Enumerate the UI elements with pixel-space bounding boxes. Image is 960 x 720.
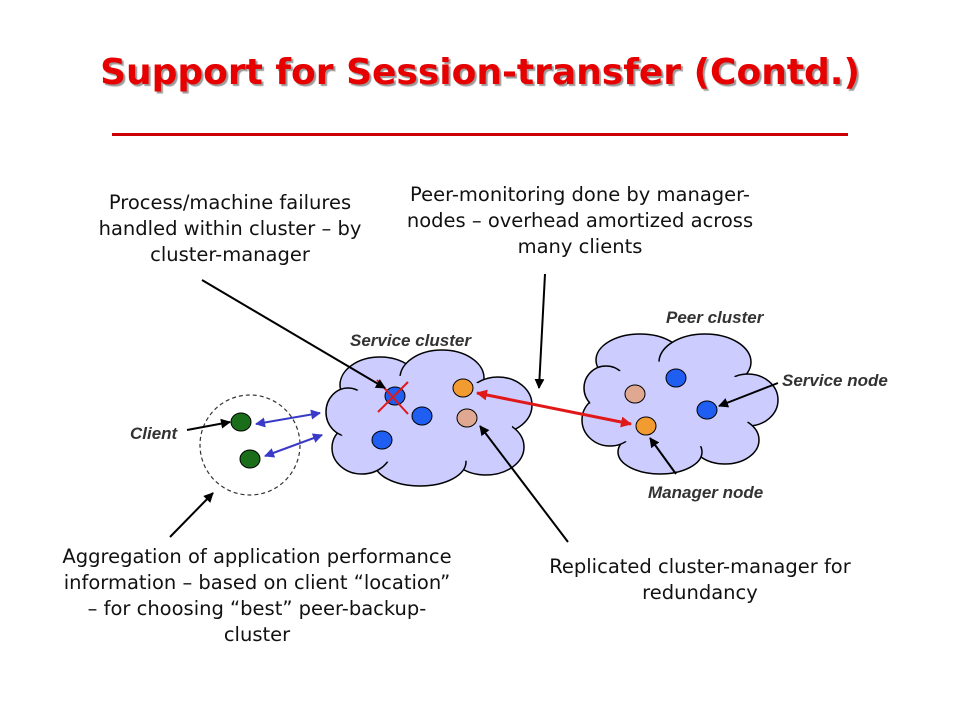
replicated-annotation: Replicated cluster-manager for redundanc… [549, 555, 851, 604]
client-pointer-arrow [186, 418, 231, 431]
client-link-2 [264, 433, 323, 458]
service-node [371, 430, 393, 450]
client-group-circle [199, 394, 301, 496]
failures-annotation: Process/machine failures handled within … [98, 191, 362, 266]
client-node-2 [239, 449, 261, 469]
peer-manager-node [635, 416, 657, 436]
peer-cluster-cloud [581, 333, 779, 475]
peer-monitoring-pointer-arrow [534, 273, 546, 389]
peer-monitoring-annotation: Peer-monitoring done by manager-nodes – … [406, 183, 754, 258]
service-node-pointer-arrow [718, 382, 779, 408]
peer-cluster-label: Peer cluster [666, 308, 764, 327]
manager-node-pointer-arrow [649, 437, 677, 475]
client-node-1 [230, 412, 252, 432]
title-underline [112, 133, 848, 136]
service-cluster-manager-node [452, 378, 474, 398]
service-cluster-label: Service cluster [350, 331, 471, 350]
client-label: Client [130, 424, 178, 443]
service-node [411, 406, 433, 426]
replica-manager-node [456, 408, 478, 428]
service-node-label: Service node [782, 371, 888, 390]
slide-title: Support for Session-transfer (Contd.) [100, 52, 860, 93]
peer-replica-manager-node [624, 384, 646, 404]
peer-service-node [665, 368, 687, 388]
aggregation-pointer-arrow [169, 492, 214, 538]
peer-service-node [696, 400, 718, 420]
replicated-pointer-arrow [479, 425, 569, 543]
peer-monitoring-link [476, 389, 632, 428]
aggregation-annotation: Aggregation of application performance i… [62, 545, 452, 646]
failures-pointer-arrow [201, 279, 386, 389]
manager-node-label: Manager node [648, 483, 764, 502]
client-link-1 [255, 409, 321, 428]
